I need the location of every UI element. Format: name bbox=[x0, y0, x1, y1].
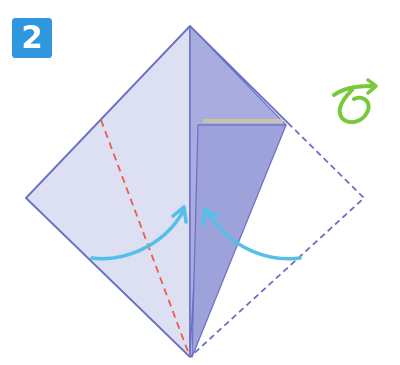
turn-over-icon bbox=[334, 80, 376, 122]
folded-flap-shade bbox=[192, 125, 286, 357]
paper-sheet bbox=[26, 26, 190, 357]
